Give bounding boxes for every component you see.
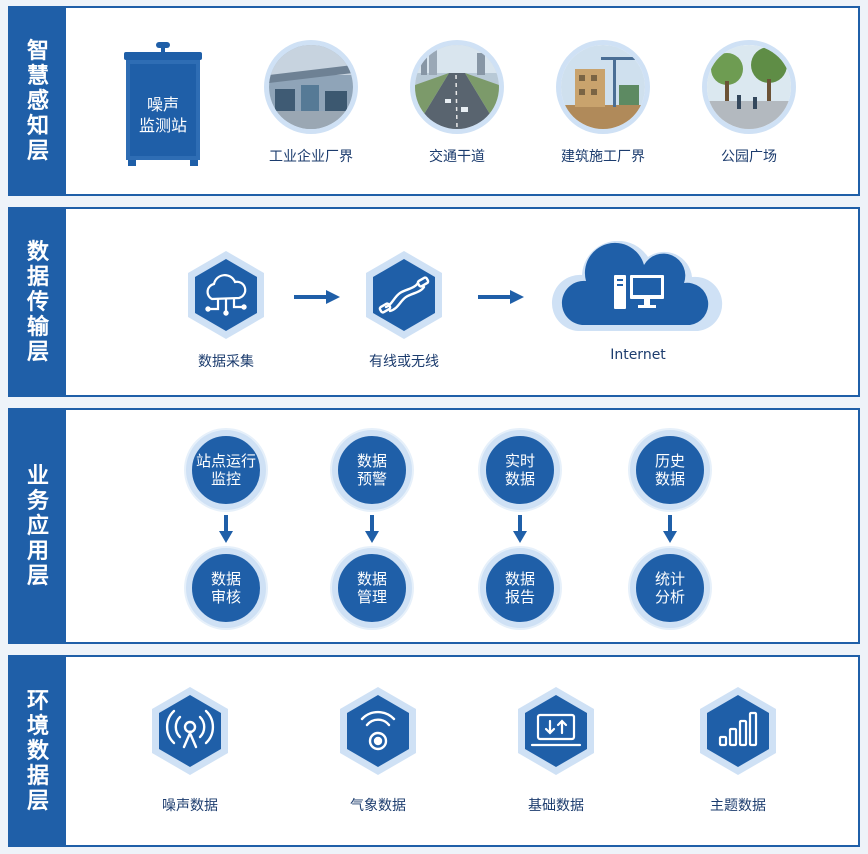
cable-icon [378, 276, 430, 314]
app-site-monitoring: 站点运行监控 [186, 430, 266, 510]
theme-data-hexagon [692, 685, 784, 777]
environment-layer-label: 环 境 数 据 层 [10, 657, 66, 845]
app-data-alert: 数据预警 [332, 430, 412, 510]
env-caption-noise: 噪声数据 [162, 798, 218, 814]
sensing-layer-label: 智 慧 感 知 层 [10, 8, 66, 194]
application-layer-label: 业 务 应 用 层 [10, 410, 66, 642]
industrial-site-photo [264, 40, 358, 134]
site-caption-industrial: 工业企业厂界 [269, 149, 353, 165]
internet-cloud-icon [552, 241, 723, 331]
environment-data-layer: 环 境 数 据 层 噪声数据 [8, 655, 860, 847]
data-collection-hexagon [180, 249, 272, 341]
site-caption-construction: 建筑施工厂界 [561, 149, 645, 165]
arrow-down-icon [513, 515, 527, 543]
arrow-down-icon [365, 515, 379, 543]
station-label-line1: 噪声 [146, 95, 179, 114]
sensing-layer: 智 慧 感 知 层 噪声 监测站 工业 [8, 6, 860, 196]
station-label-line2: 监测站 [138, 116, 187, 135]
env-caption-basic: 基础数据 [528, 798, 584, 814]
transmission-layer-label: 数 据 传 输 层 [10, 209, 66, 395]
laptop-transfer-icon [530, 713, 582, 747]
app-data-audit: 数据审核 [186, 548, 266, 628]
arrow-down-icon [219, 515, 233, 543]
park-square-photo [702, 40, 796, 134]
app-realtime-data: 实时数据 [480, 430, 560, 510]
cloud-circuit-icon [205, 274, 247, 316]
noise-data-hexagon [144, 685, 236, 777]
basic-data-hexagon [510, 685, 602, 777]
weather-data-hexagon [332, 685, 424, 777]
step-caption-internet: Internet [610, 347, 666, 363]
site-caption-park: 公园广场 [721, 149, 777, 165]
site-caption-traffic: 交通干道 [429, 149, 485, 165]
traffic-road-photo [410, 40, 504, 134]
arrow-right-icon [478, 290, 524, 304]
application-layer: 业 务 应 用 层 站点运行监控 数据审核 数据预警 数据管理 实时数据 数据报… [8, 408, 860, 644]
app-data-report: 数据报告 [480, 548, 560, 628]
step-caption-wired-wireless: 有线或无线 [369, 354, 439, 370]
bar-chart-icon [718, 711, 758, 747]
env-caption-weather: 气象数据 [350, 798, 406, 814]
arrow-right-icon [294, 290, 340, 304]
app-statistical-analysis: 统计分析 [630, 548, 710, 628]
app-data-management: 数据管理 [332, 548, 412, 628]
env-caption-theme: 主题数据 [710, 798, 766, 814]
weather-signal-icon [360, 710, 396, 751]
transmission-layer: 数 据 传 输 层 数据采集 [8, 207, 860, 397]
noise-monitoring-station: 噪声 监测站 [118, 42, 208, 166]
wired-wireless-hexagon [358, 249, 450, 341]
computer-icon [614, 275, 664, 309]
arrow-down-icon [663, 515, 677, 543]
step-caption-collection: 数据采集 [198, 354, 254, 370]
app-history-data: 历史数据 [630, 430, 710, 510]
construction-site-photo [556, 40, 650, 134]
sound-sensor-icon [165, 709, 215, 749]
